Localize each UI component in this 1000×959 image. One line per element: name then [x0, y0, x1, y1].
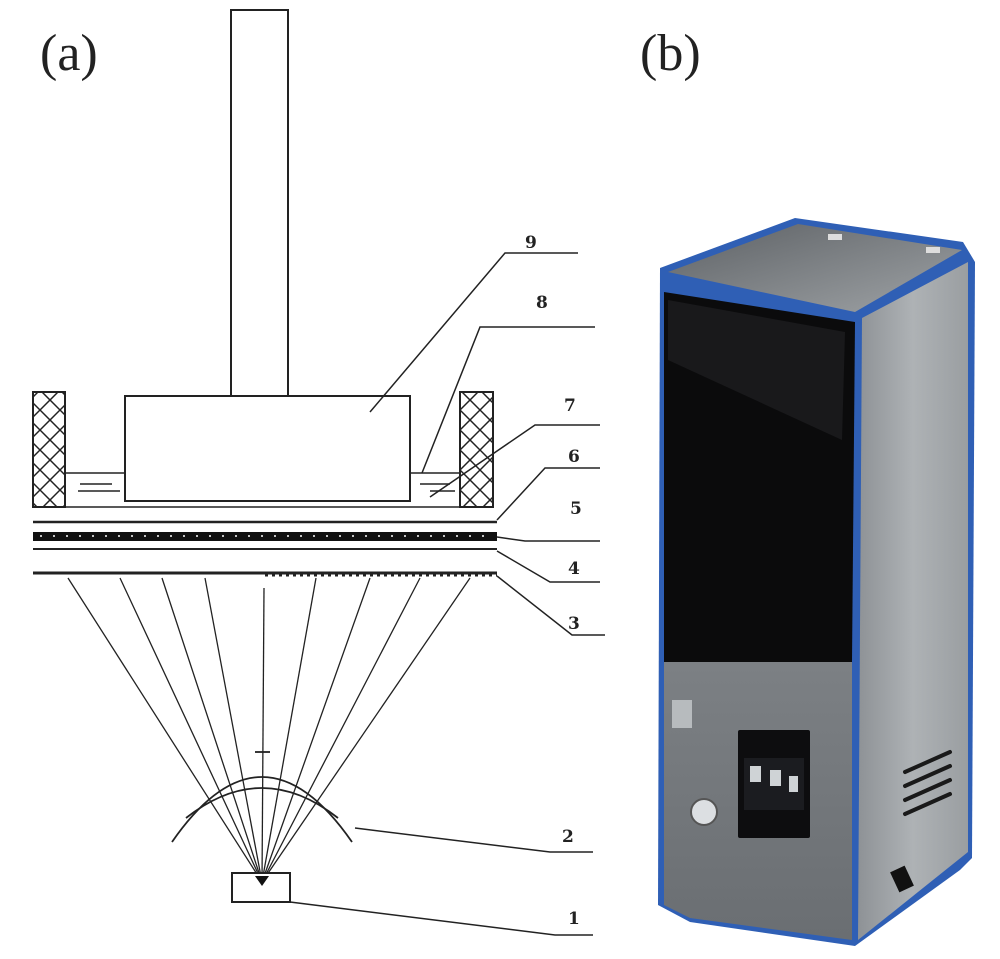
brand-logo-icon [672, 700, 692, 728]
optical-layers [33, 520, 497, 577]
hinge-right [926, 247, 940, 253]
resin-vat [33, 472, 493, 508]
light-rays [67, 577, 471, 883]
lens [171, 751, 353, 843]
callout-2: 2 [562, 827, 574, 847]
power-button[interactable] [690, 798, 718, 826]
callout-4: 4 [568, 559, 580, 579]
light-source-emitter [255, 876, 269, 886]
callout-9: 9 [525, 233, 537, 253]
printer-side-panel [858, 262, 968, 940]
build-platform [124, 395, 411, 502]
callout-8: 8 [536, 293, 548, 313]
usb-port[interactable] [890, 865, 914, 893]
callout-7: 7 [564, 396, 576, 416]
callout-1: 1 [568, 909, 580, 929]
callout-6: 6 [568, 447, 580, 467]
panel-label-a: (a) [40, 25, 98, 82]
callout-3: 3 [568, 614, 580, 634]
panel-label-b: (b) [640, 25, 701, 82]
callout-5: 5 [570, 499, 582, 519]
leader-lines [289, 252, 605, 936]
printer-uv-cover [664, 292, 855, 662]
left-wall [32, 391, 66, 508]
printer-top [668, 224, 962, 312]
hinge-left [828, 234, 842, 240]
vent-grille [903, 750, 952, 816]
